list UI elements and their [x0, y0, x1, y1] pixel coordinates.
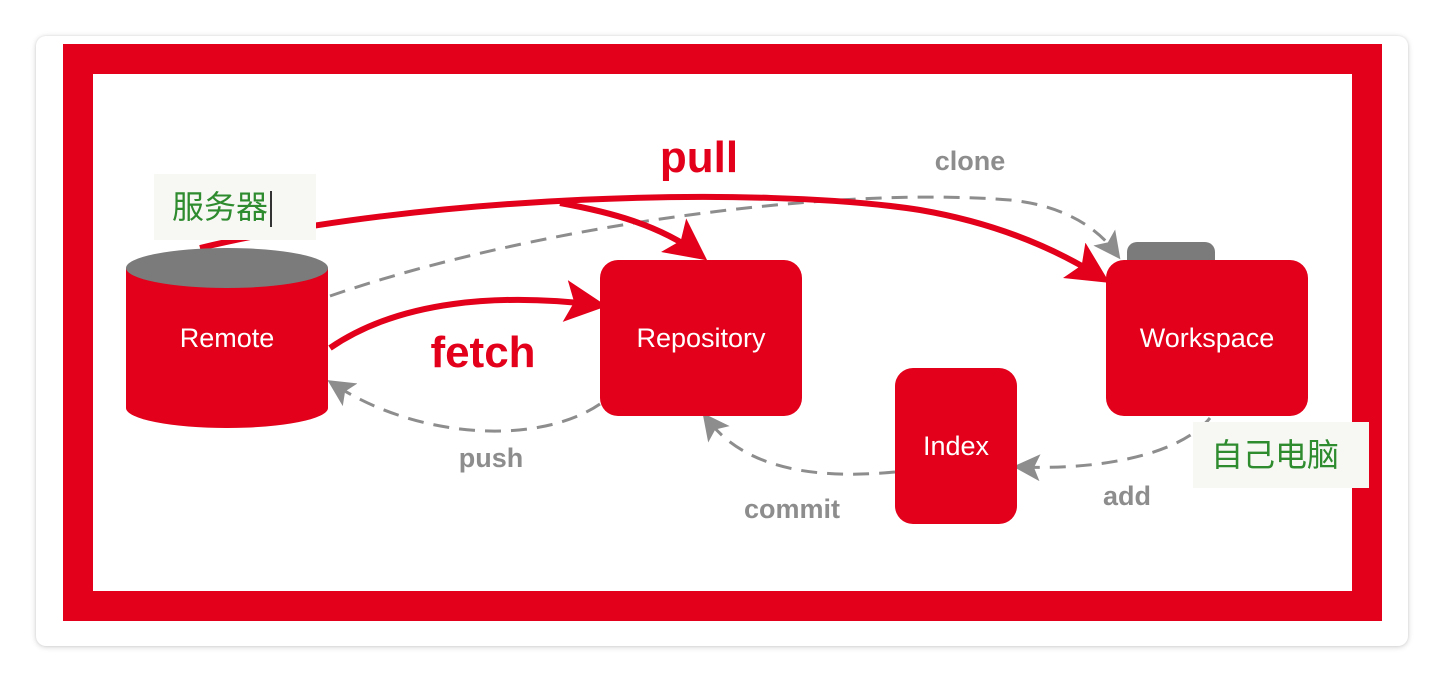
remote-label: Remote — [180, 323, 275, 353]
pull-arrow — [199, 193, 1110, 283]
add-label: add — [1103, 481, 1151, 511]
server-annotation[interactable]: 服务器 — [154, 174, 316, 240]
repository-node: Repository — [600, 260, 802, 416]
push-label: push — [459, 443, 524, 473]
index-node: Index — [895, 368, 1017, 524]
commit-arrow — [702, 412, 896, 476]
push-arrow — [327, 380, 601, 433]
red-frame — [63, 44, 1382, 621]
fetch-label: fetch — [430, 328, 535, 377]
own-computer-annotation-text: 自己电脑 — [1211, 436, 1340, 474]
index-label: Index — [923, 431, 990, 461]
repository-label: Repository — [636, 323, 766, 353]
add-arrow — [1013, 417, 1212, 482]
workspace-node: Workspace — [1106, 242, 1308, 416]
clone-label: clone — [935, 146, 1006, 176]
clone-arrow — [329, 195, 1121, 298]
commit-label: commit — [744, 494, 840, 524]
fetch-arrow — [328, 280, 607, 351]
server-annotation-text: 服务器 — [172, 188, 269, 226]
workspace-label: Workspace — [1140, 323, 1275, 353]
remote-node: Remote — [126, 248, 328, 428]
own-computer-annotation[interactable]: 自己电脑 — [1193, 422, 1369, 488]
text-cursor — [270, 191, 273, 227]
pull-to-repository-arrow — [559, 200, 708, 261]
pull-label: pull — [660, 133, 738, 182]
